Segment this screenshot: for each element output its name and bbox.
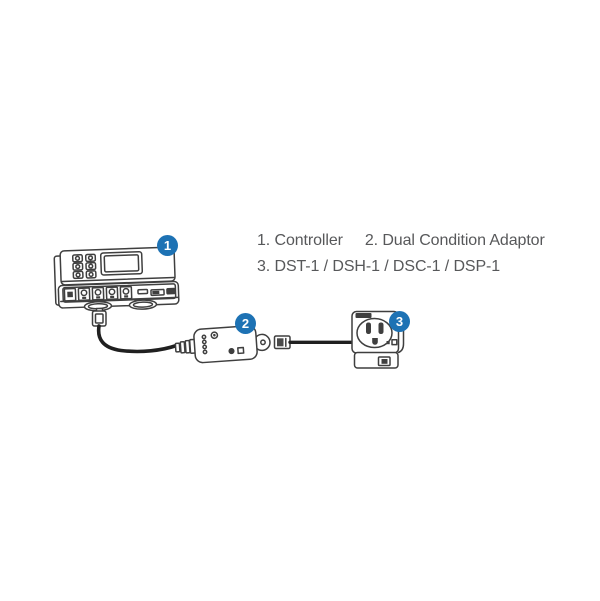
adaptor-strain-relief — [174, 338, 197, 354]
legend-row-1: 1. Controller 2. Dual Condition Adaptor — [257, 231, 545, 251]
controller-ports — [63, 285, 133, 302]
outlet-slot-left — [366, 322, 371, 334]
legend-item-controller: 1. Controller — [257, 232, 343, 249]
outlet-device-icon — [351, 310, 405, 369]
adaptor-button — [210, 331, 219, 340]
adaptor-dot — [228, 348, 235, 355]
controller-icon — [53, 246, 180, 312]
adaptor-led-indicators — [201, 334, 208, 355]
badge-outlet: 3 — [389, 311, 410, 332]
patch-rj-plug-icon — [273, 335, 291, 350]
outlet-ground-hole — [372, 338, 378, 345]
controller-display — [99, 250, 144, 276]
cable-controller-to-adaptor — [96, 324, 179, 354]
dual-condition-adaptor-icon — [174, 325, 271, 364]
legend: 1. Controller 2. Dual Condition Adaptor … — [257, 231, 545, 277]
outlet-slot-right — [378, 322, 384, 334]
legend-item-models: 3. DST-1 / DSH-1 / DSC-1 / DSP-1 — [257, 258, 501, 275]
outlet-bottom-flap — [353, 351, 399, 369]
badge-adaptor: 2 — [235, 313, 256, 334]
legend-row-2: 3. DST-1 / DSH-1 / DSC-1 / DSP-1 — [257, 257, 545, 277]
controller-feet — [83, 299, 158, 312]
controller-slots — [137, 287, 176, 297]
badge-controller: 1 — [157, 235, 178, 256]
outlet-brand-label — [355, 313, 372, 318]
adaptor-square-mark — [237, 346, 245, 355]
controller-rj-plug-icon — [91, 307, 107, 327]
legend-item-adaptor: 2. Dual Condition Adaptor — [364, 232, 545, 249]
controller-keypad — [71, 253, 97, 280]
